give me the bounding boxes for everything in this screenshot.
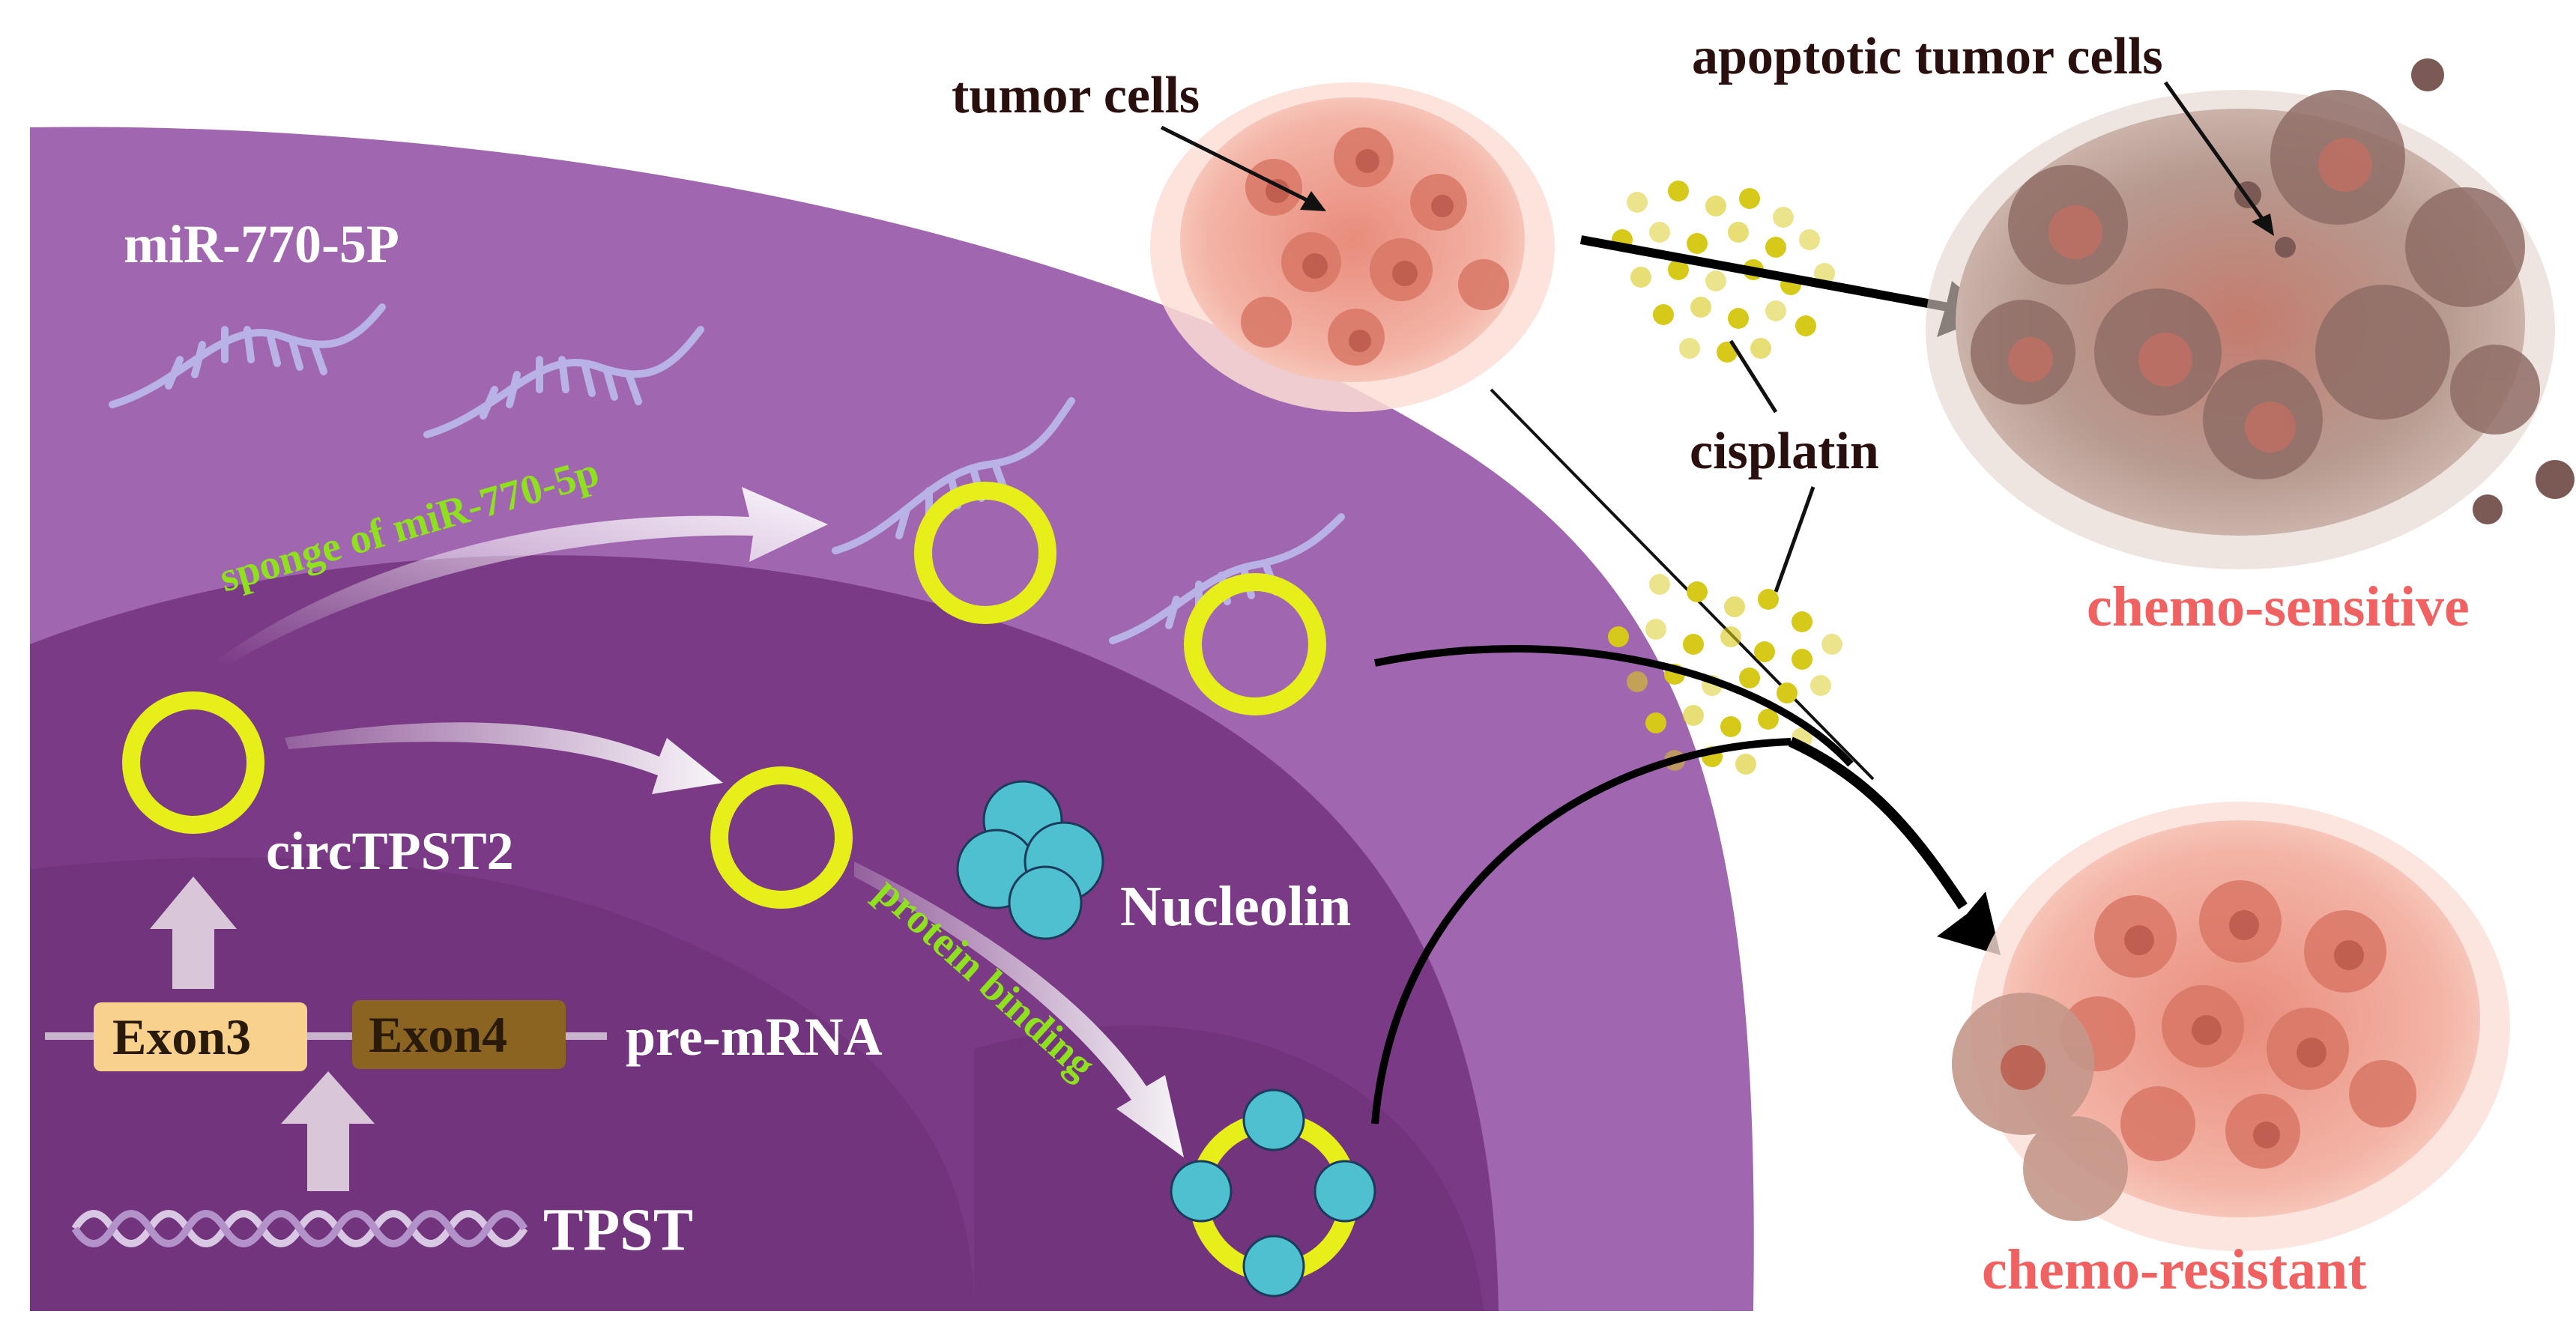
exon3-box xyxy=(94,1002,307,1071)
circ-label: circTPST2 xyxy=(266,821,514,881)
tumor-cells-label: tumor cells xyxy=(952,67,1200,124)
premrna-label: pre-mRNA xyxy=(626,1007,883,1067)
resistant-arrow-line xyxy=(1789,736,1968,909)
splicing-arrow xyxy=(150,877,237,989)
tumor-to-resistant-thin-line xyxy=(1490,388,1875,781)
tumor-cluster-icon xyxy=(1952,802,2510,1251)
mirna-label: miR-770-5P xyxy=(124,214,399,274)
apoptotic-label: apoptotic tumor cells xyxy=(1692,28,2163,85)
cisplatin-dots-icon xyxy=(1608,574,1842,775)
nucleolin-protein-icon xyxy=(1170,1089,1376,1298)
sensitive-arrow-line xyxy=(1579,235,1950,312)
apoptotic-pointer xyxy=(2163,81,2269,226)
protein-binding-arrow xyxy=(854,862,1184,1157)
circ-transport-arrow xyxy=(285,722,723,794)
apoptotic-cluster-icon xyxy=(1926,58,2575,569)
circrna-ring-icon xyxy=(710,766,853,909)
cisplatin-pointer-bottom xyxy=(1774,486,1815,593)
cisplatin-dots-icon xyxy=(1612,181,1835,363)
ring-to-resistant-curve xyxy=(1373,645,1854,767)
exon3-label: Exon3 xyxy=(112,1008,251,1065)
sensitive-label: chemo-sensitive xyxy=(2087,575,2470,638)
tumor-cells-pointer-head xyxy=(1300,191,1326,211)
apoptotic-pointer-head xyxy=(2252,214,2274,236)
resistant-label: chemo-resistant xyxy=(1982,1238,2367,1301)
cisplatin-pointer-top xyxy=(1729,339,1778,414)
exon4-box xyxy=(352,1000,566,1069)
mirna-strand-icon xyxy=(109,303,386,408)
exon4-label: Exon4 xyxy=(369,1006,507,1063)
circrna-ring-icon xyxy=(914,482,1056,624)
cisplatin-label: cisplatin xyxy=(1690,423,1879,480)
nucleus-inner-shade xyxy=(30,857,974,1311)
nucleolin-protein-icon xyxy=(956,780,1104,940)
dna-helix-icon xyxy=(71,1210,528,1247)
tumor-cells-pointer xyxy=(1160,125,1320,208)
transcription-arrow xyxy=(281,1071,375,1191)
circ-nucleolin-complex xyxy=(1170,1089,1376,1298)
nucleolin-label: Nucleolin xyxy=(1120,875,1351,938)
sponge-arrow xyxy=(217,487,828,667)
resistant-arrow-head xyxy=(1937,892,2001,955)
tumor-cluster-icon xyxy=(1150,82,1555,412)
nucleus-lower-shade xyxy=(974,1026,1484,1311)
mirna-strand-icon xyxy=(423,326,704,438)
complex-to-resistant-curve xyxy=(1371,738,1792,1124)
gene-label: TPST xyxy=(543,1197,693,1263)
circrna-ring-icon xyxy=(1184,573,1326,715)
circrna-ring-icon xyxy=(122,691,264,834)
